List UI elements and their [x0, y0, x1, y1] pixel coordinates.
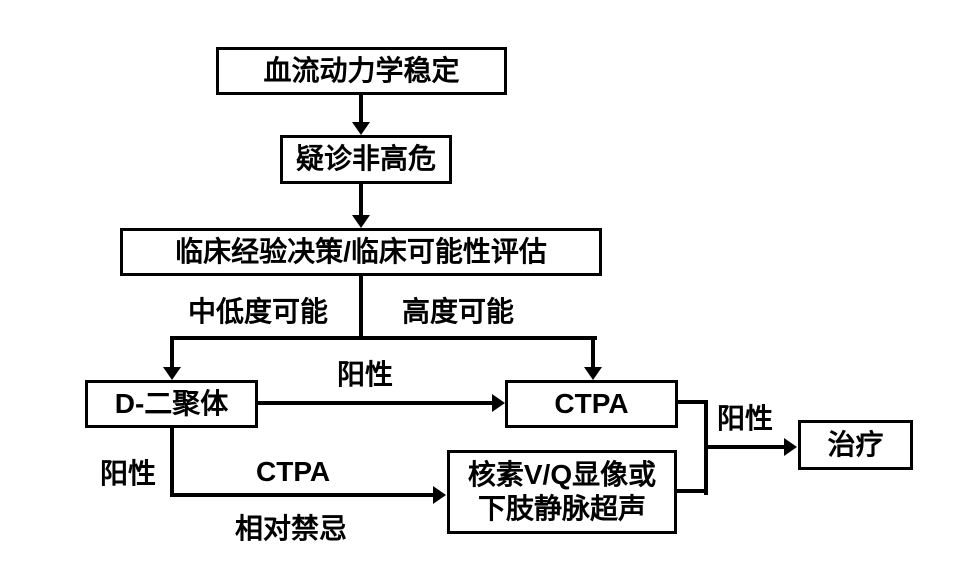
connector-suspected-to-clinical	[359, 184, 363, 216]
node-treatment: 治疗	[798, 420, 913, 470]
edge-label-positive-d-dimer-down: 阳性	[100, 458, 157, 489]
arrowhead-into-ctpa-top-icon	[584, 367, 602, 380]
arrowhead-into-suspected-icon	[352, 122, 370, 135]
connector-to-vq-scan	[170, 493, 433, 497]
edge-label-ctpa-contraindicated-line1: CTPA	[256, 456, 331, 487]
arrowhead-into-treatment-icon	[784, 438, 797, 456]
connector-branch-to-ctpa	[591, 336, 595, 368]
connector-branch-horizontal	[170, 336, 597, 340]
node-d-dimer: D-二聚体	[85, 380, 258, 428]
node-clinical-assessment: 临床经验决策/临床可能性评估	[120, 228, 602, 276]
node-suspected-non-high-risk: 疑诊非高危	[280, 135, 452, 184]
edge-label-positive-d-dimer-to-ctpa: 阳性	[337, 359, 394, 390]
edge-label-positive-to-treatment: 阳性	[717, 403, 774, 434]
node-treatment-label: 治疗	[827, 428, 884, 460]
node-vq-scan-label-line1: 核素V/Q显像或	[467, 458, 657, 490]
node-ctpa-label: CTPA	[554, 387, 629, 419]
node-hemodynamic-stable-label: 血流动力学稳定	[263, 54, 460, 86]
node-clinical-assessment-label: 临床经验决策/临床可能性评估	[175, 235, 547, 267]
arrowhead-into-vq-scan-icon	[433, 486, 446, 504]
connector-clinical-branch-stem	[359, 276, 363, 340]
arrowhead-into-d-dimer-icon	[163, 367, 181, 380]
edge-label-low-moderate-probability: 中低度可能	[188, 296, 329, 327]
node-d-dimer-label: D-二聚体	[114, 387, 229, 419]
node-hemodynamic-stable: 血流动力学稳定	[216, 47, 507, 95]
node-ctpa: CTPA	[505, 380, 678, 428]
node-vq-scan: 核素V/Q显像或 下肢静脉超声	[447, 450, 677, 534]
node-vq-scan-label-line2: 下肢静脉超声	[477, 493, 646, 524]
node-suspected-non-high-risk-label: 疑诊非高危	[295, 143, 436, 175]
connector-vq-scan-to-bracket	[677, 489, 708, 493]
connector-d-dimer-down	[170, 428, 174, 497]
connector-ctpa-to-bracket	[678, 400, 708, 404]
connector-branch-to-d-dimer	[170, 336, 174, 368]
edge-label-ctpa-contraindicated-line2: 相对禁忌	[235, 513, 348, 544]
arrowhead-into-ctpa-left-icon	[492, 394, 505, 412]
connector-bracket-to-treatment	[704, 445, 784, 449]
connector-d-dimer-to-ctpa	[258, 401, 492, 405]
connector-hemodynamic-to-suspected	[359, 95, 363, 123]
arrowhead-into-clinical-icon	[352, 215, 370, 228]
edge-label-high-probability: 高度可能	[402, 296, 515, 327]
